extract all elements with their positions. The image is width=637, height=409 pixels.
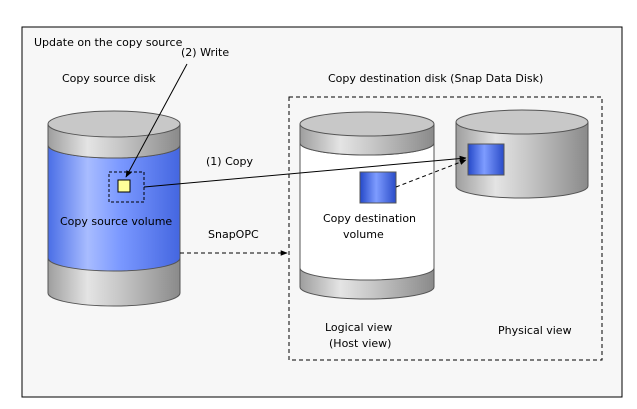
source-disk: [47, 110, 181, 307]
destination-disk-label: Copy destination disk (Snap Data Disk): [328, 72, 543, 85]
destination-block: [359, 171, 397, 204]
source-disk-top: [47, 110, 181, 138]
snapopc-label: SnapOPC: [208, 228, 259, 241]
write-arrow: [125, 63, 188, 178]
logical-view-label-line1: Logical view: [325, 321, 392, 334]
destination-volume-label-line1: Copy destination: [323, 212, 416, 225]
source-volume-label: Copy source volume: [60, 215, 172, 228]
write-step-label: (2) Write: [181, 46, 229, 59]
copy-arrow: [143, 155, 467, 188]
logical-view-disk: [299, 111, 435, 300]
destination-group-box: [288, 96, 603, 361]
physical-disk-body: [455, 121, 589, 199]
written-block: [117, 179, 131, 193]
copy-step-label: (1) Copy: [206, 155, 253, 168]
logical-view-label-line2: (Host view): [329, 337, 391, 350]
logical-disk-top: [299, 111, 435, 137]
physical-view-disk: [455, 109, 589, 199]
diagram-title: Update on the copy source: [34, 36, 183, 49]
physical-view-label: Physical view: [498, 324, 572, 337]
logical-physical-mapping: [395, 159, 467, 188]
physical-disk-top: [455, 109, 589, 135]
source-disk-label: Copy source disk: [62, 72, 156, 85]
source-disk-bottom: [47, 257, 181, 307]
snap-data-block: [467, 143, 505, 176]
source-volume-band: [47, 144, 181, 272]
destination-volume-label-line2: volume: [343, 228, 384, 241]
